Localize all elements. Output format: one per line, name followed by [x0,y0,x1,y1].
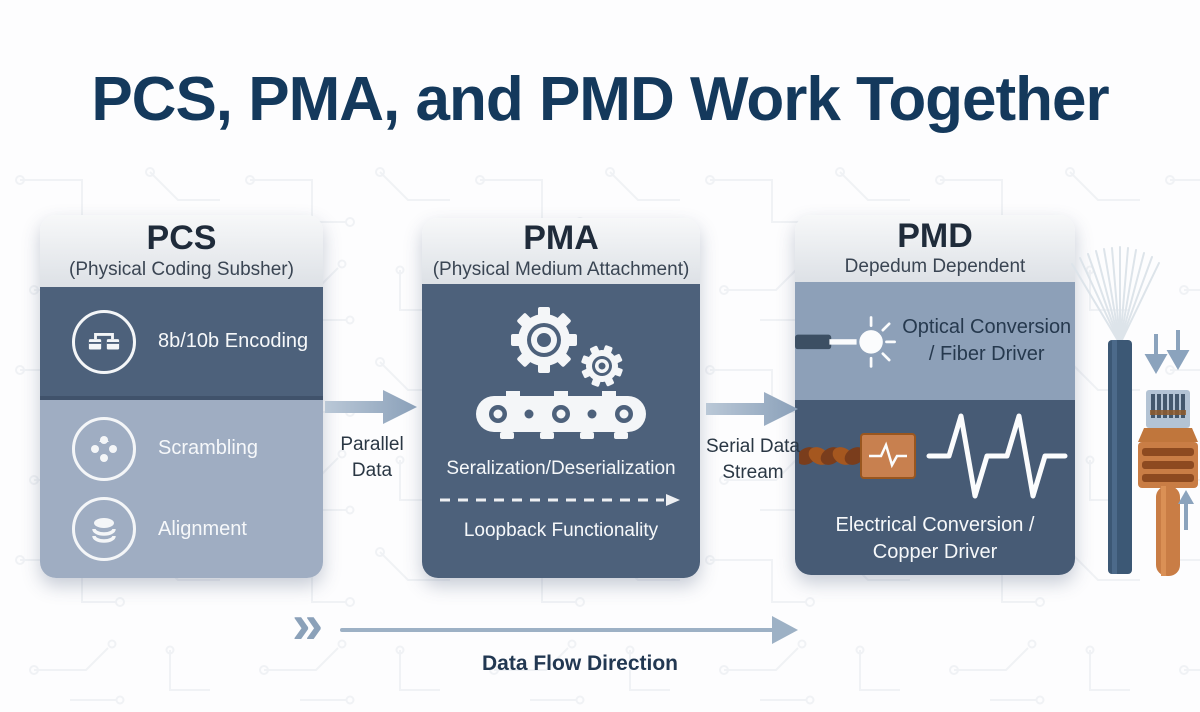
pmd-panel: PMD Depedum Dependent Optical Conversion… [795,215,1075,575]
data-flow-arrow-line [340,628,774,632]
alignment-row: Alignment [72,497,323,562]
pmd-title: PMD [897,216,973,255]
pcs-feature-label: Alignment [158,517,247,540]
electrical-waveform-icon [799,413,1068,499]
page-title: PCS, PMA, and PMD Work Together [91,65,1109,134]
pmd-feature-label: Electrical Conversion / Copper Driver [835,514,1035,563]
pcs-lower-band: Scrambling Alignment [40,400,323,578]
pmd-header: PMD Depedum Dependent [795,215,1075,282]
fiber-optic-cable-graphic [1071,246,1160,574]
up-arrow-icon [1178,490,1194,530]
ethernet-cable-rj45-graphic [1138,390,1198,576]
double-chevron-icon: » [292,592,324,655]
right-arrow-icon [706,392,798,426]
dashed-arrow-icon [440,494,680,506]
parallel-data-label: Parallel Data [340,434,404,481]
parallel-data-connector: Parallel Data [324,388,420,483]
pmd-electrical-band: Electrical Conversion / Copper Driver [795,400,1075,575]
right-arrow-icon [325,390,417,424]
pcs-feature-label: 8b/10b Encoding [158,330,309,352]
alignment-layers-icon [72,497,136,562]
pmd-feature-label: Optical Conversion / Fiber Driver [902,316,1072,365]
data-flow-label: Data Flow Direction [481,652,679,675]
pcs-encoding-band: 8b/10b Encoding [40,287,323,400]
pcs-title: PCS [146,219,217,258]
serial-data-label: Serial Data Stream [706,436,800,483]
pma-feature-label: Loopback Functionality [463,520,659,541]
pma-subtitle: (Physical Medium Attachment) [432,258,690,280]
scrambling-row: Scrambling [72,416,323,481]
optical-laser-icon [795,316,896,368]
gears-conveyor-icon [476,307,646,439]
serial-data-connector: Serial Data Stream [698,390,808,485]
pma-body: Seralization/Deserialization Loopback Fu… [422,284,700,578]
down-arrows-icon [1144,330,1190,375]
network-encoding-icon [72,309,136,374]
pma-panel: PMA (Physical Medium Attachment) [422,218,700,578]
scrambling-clover-icon [72,416,136,481]
pma-feature-label: Seralization/Deserialization [446,458,676,479]
pma-header: PMA (Physical Medium Attachment) [422,218,700,284]
pcs-feature-label: Scrambling [158,437,259,460]
data-flow-arrowhead [772,616,798,644]
pcs-panel: PCS (Physical Coding Subsher) 8b/10b Enc… [40,215,323,578]
pmd-subtitle: Depedum Dependent [844,256,1026,278]
pmd-optical-band: Optical Conversion / Fiber Driver [795,282,1075,400]
pcs-header: PCS (Physical Coding Subsher) [40,215,323,287]
pcs-subtitle: (Physical Coding Subsher) [69,258,294,280]
pma-title: PMA [523,219,599,258]
